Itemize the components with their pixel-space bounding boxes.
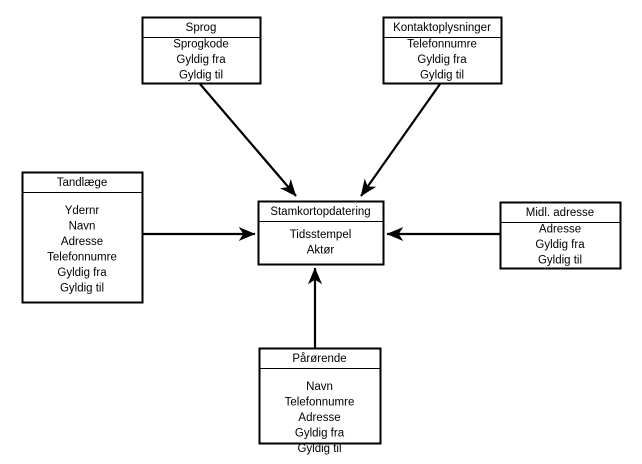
entity-box-sprog	[141, 16, 262, 85]
entity-attribute: Gyldig fra	[57, 267, 107, 279]
entity-attribute: Adresse	[61, 236, 103, 248]
entity-attribute: Adresse	[298, 412, 340, 424]
entity-attribute: Gyldig til	[60, 282, 104, 294]
entity-attribute: Gyldig fra	[417, 54, 467, 66]
entity-attribute: Gyldig til	[179, 70, 223, 82]
relation-arrow-kontaktoplysninger-to-stamkort	[360, 83, 441, 197]
entity-box-tandlaege	[21, 171, 144, 304]
entity-box-paaroerende	[258, 347, 382, 445]
entity-attribute: Sprogkode	[173, 39, 229, 51]
entity-attribute: Gyldig fra	[535, 239, 585, 251]
relations-layer	[142, 83, 500, 348]
entity-box-midl-adresse	[499, 201, 622, 270]
entity-attribute: Gyldig til	[420, 70, 464, 82]
entity-box-stamkortopdatering	[257, 200, 385, 266]
entity-attribute: Adresse	[539, 224, 581, 236]
entity-attribute: Tidsstempel	[290, 229, 352, 241]
entity-attribute: Telefonnumre	[47, 251, 117, 263]
entity-title-kontaktoplysninger: Kontaktoplysninger	[393, 22, 491, 34]
entity-attribute: Gyldig til	[297, 443, 341, 455]
entity-title-paaroerende: Pårørende	[292, 353, 346, 365]
entity-attribute: Gyldig fra	[295, 427, 345, 439]
entity-attribute: Telefonnumre	[285, 396, 355, 408]
entity-attribute: Ydernr	[65, 205, 100, 217]
relation-arrow-sprog-to-stamkort	[199, 83, 297, 197]
entity-title-midl-adresse: Midl. adresse	[526, 207, 594, 219]
entity-title-stamkortopdatering: Stamkortopdatering	[270, 206, 370, 218]
entity-box-kontaktoplysninger	[382, 16, 503, 85]
entity-attribute: Gyldig fra	[176, 54, 226, 66]
entity-title-tandlaege: Tandlæge	[57, 177, 108, 189]
entity-attribute: Gyldig til	[538, 255, 582, 267]
entity-title-sprog: Sprog	[186, 22, 217, 34]
entity-attribute: Navn	[306, 381, 333, 393]
entity-attribute: Telefonnumre	[407, 39, 477, 51]
entity-attribute: Aktør	[307, 244, 335, 256]
entity-tandlaege[interactable]: TandlægeYdernrNavnAdresseTelefonnumreGyl…	[21, 171, 144, 304]
entity-attribute: Navn	[69, 220, 96, 232]
